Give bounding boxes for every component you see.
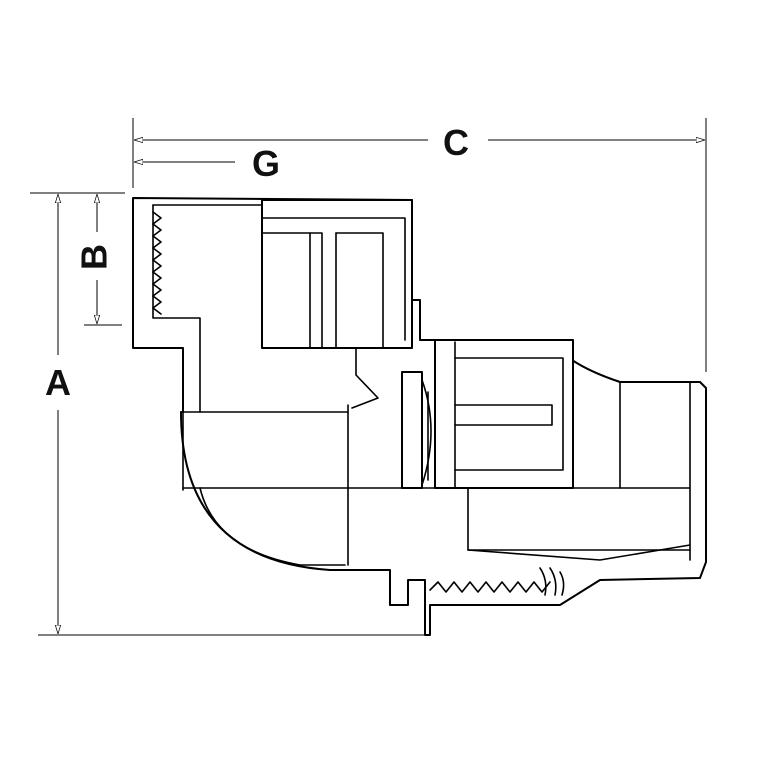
label-a: A [45, 362, 71, 403]
insert-left-slot [261, 232, 323, 349]
inner-curve [199, 487, 346, 566]
top-insert [261, 199, 413, 409]
dimension-b: B [74, 194, 122, 326]
nut-slot [454, 404, 553, 426]
label-g: G [252, 143, 280, 184]
ring-assembly [401, 371, 432, 489]
dimension-c: C [132, 118, 707, 372]
male-thread [429, 581, 551, 593]
dimension-a: A [30, 192, 425, 636]
female-thread [152, 211, 162, 315]
insert-block [261, 199, 413, 349]
side-nut [434, 339, 691, 561]
dimension-g: G [134, 143, 280, 184]
grip-ring [467, 544, 691, 561]
insert-chamfer [351, 347, 379, 409]
label-c: C [443, 122, 469, 163]
o-ring-curve [421, 379, 432, 486]
label-b: B [74, 244, 115, 270]
insert-right-slot [335, 232, 384, 349]
insert-inner-line [261, 217, 406, 341]
port-inner-wall [152, 204, 201, 413]
spring-coils [539, 567, 565, 596]
threaded-port [152, 204, 263, 413]
nut-block [434, 339, 574, 489]
pipe-bore [429, 487, 691, 596]
nut-inner-rect [454, 357, 564, 471]
ring-flange [401, 371, 423, 489]
